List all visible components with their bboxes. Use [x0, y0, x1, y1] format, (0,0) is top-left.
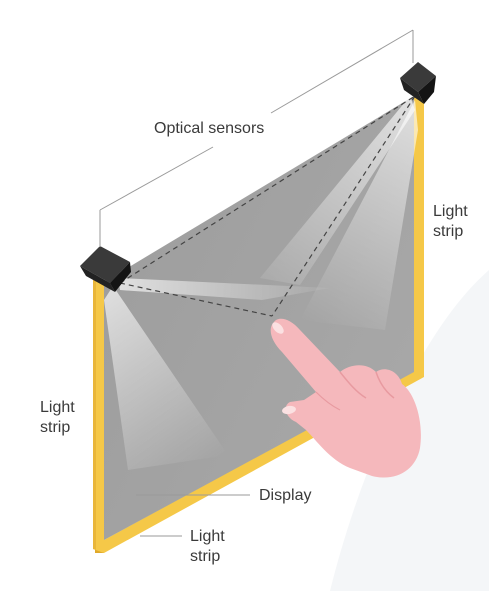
pointing-hand-icon — [270, 318, 421, 478]
light-strip-right-bar — [414, 96, 424, 377]
touch-triangulation-lines — [119, 95, 416, 317]
light-strip-right-label: Light strip — [433, 203, 472, 240]
optical-sensors-bracket — [99, 29, 414, 247]
light-strip-left-label-line1: Light — [40, 399, 75, 416]
light-strip-left-label-line2: strip — [40, 419, 70, 436]
light-strip-bottom-label: Light strip — [190, 528, 229, 565]
light-strip-right-label-line1: Light — [433, 203, 468, 220]
beam-right-to-touch — [260, 96, 415, 285]
beam-left-to-touch — [118, 278, 330, 300]
light-strip-bottom-label-line2: strip — [190, 548, 220, 565]
optical-sensor-icon — [80, 246, 131, 292]
beam-right-down — [300, 100, 418, 330]
light-strip-bottom-label-line1: Light — [190, 528, 225, 545]
optical-sensors-label: Optical sensors — [154, 120, 264, 137]
light-strip-right-label-line2: strip — [433, 223, 463, 240]
display-label: Display — [259, 487, 311, 504]
beam-left-down — [104, 286, 228, 470]
light-strip-left-bar — [93, 278, 104, 553]
light-strip-left-label: Light strip — [40, 399, 79, 436]
optical-sensor-icon — [400, 62, 436, 104]
